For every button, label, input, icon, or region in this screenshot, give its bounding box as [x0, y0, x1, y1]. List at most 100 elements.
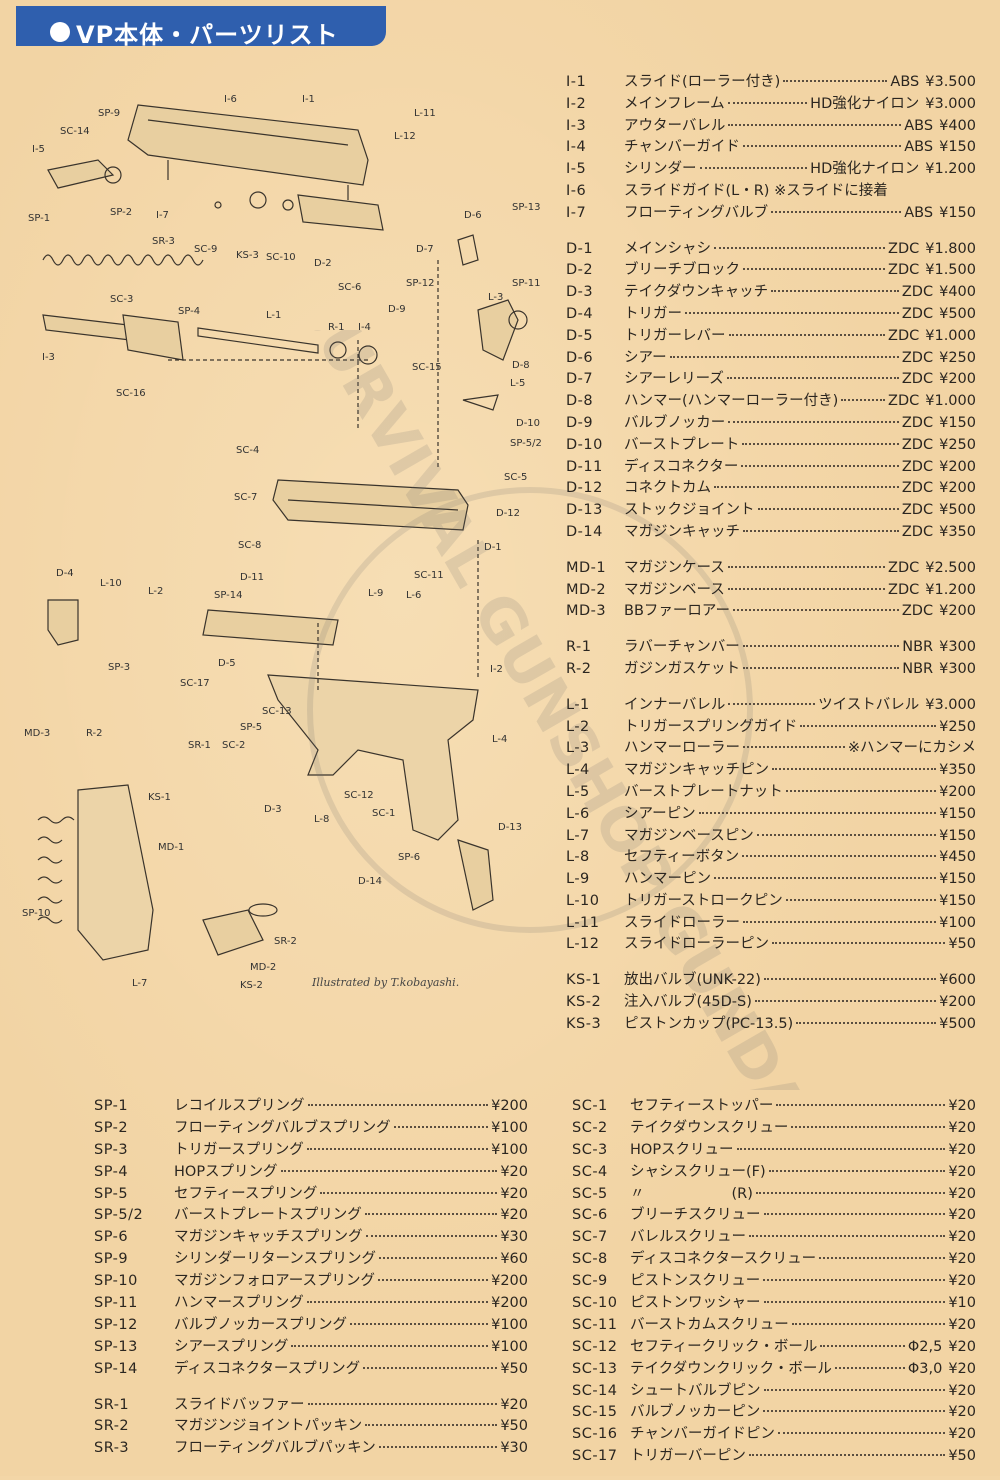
- part-code: SP-2: [94, 1119, 129, 1136]
- part-code: SC-3: [572, 1141, 608, 1158]
- part-price: ¥100: [491, 1119, 528, 1136]
- part-code: SP-12: [94, 1316, 138, 1333]
- breech-block: [297, 194, 384, 231]
- svg-text:L-9: L-9: [368, 588, 383, 599]
- part-code: SP-3: [94, 1141, 129, 1158]
- part-price: ¥250: [939, 436, 976, 453]
- part-material: ZDC: [901, 523, 934, 540]
- part-code: D-10: [566, 436, 603, 453]
- svg-text:SC-6: SC-6: [338, 282, 361, 293]
- part-price: ¥20: [948, 1382, 976, 1399]
- leader-dots: [726, 377, 899, 380]
- part-code: SC-11: [572, 1316, 618, 1333]
- svg-text:D-11: D-11: [240, 572, 264, 583]
- part-price: ¥20: [948, 1316, 976, 1333]
- svg-text:D-9: D-9: [388, 304, 406, 315]
- part-name: メインフレーム: [624, 95, 725, 112]
- part-price: ¥20: [948, 1273, 976, 1290]
- leader-dots: [791, 1322, 946, 1325]
- part-material: ツイストバレル: [818, 696, 920, 713]
- part-code: L-8: [566, 849, 590, 866]
- svg-text:SC-11: SC-11: [414, 570, 444, 581]
- part-material: ZDC: [888, 327, 920, 344]
- part-code: SC-15: [572, 1404, 618, 1421]
- part-name: マガジンキャッチ: [624, 523, 740, 540]
- part-name: レコイルスプリング: [174, 1098, 305, 1114]
- leader-dots: [743, 268, 886, 271]
- leader-dots: [363, 1366, 498, 1369]
- magazine-case: [77, 784, 154, 961]
- part-material: NBR: [902, 639, 934, 656]
- part-price: ¥1.200: [925, 161, 976, 178]
- recoil-spring: [42, 254, 204, 266]
- part-name: マガジンケース: [624, 559, 725, 576]
- svg-text:SC-7: SC-7: [234, 492, 257, 503]
- part-price: ¥20: [948, 1119, 976, 1136]
- part-name: バーストプレート: [624, 436, 740, 453]
- svg-text:SP-10: SP-10: [22, 908, 51, 919]
- part-material: ZDC: [901, 480, 934, 497]
- part-code: D-3: [566, 284, 594, 301]
- part-name: テイクダウンスクリュー: [630, 1119, 789, 1136]
- cylinder-part: [47, 159, 115, 189]
- part-code: SP-4: [94, 1163, 129, 1180]
- title-bar: VP本体・パーツリスト: [16, 6, 386, 49]
- svg-text:D-7: D-7: [416, 244, 434, 255]
- part-name: テイクダウンキャッチ: [624, 284, 769, 301]
- part-code: D-1: [566, 240, 594, 257]
- part-name: ディスコネクター: [624, 458, 739, 475]
- slide-part: [127, 104, 369, 186]
- leader-dots: [291, 1344, 489, 1347]
- svg-text:MD-3: MD-3: [24, 728, 50, 739]
- leader-dots: [727, 101, 808, 104]
- inner-barrel: [197, 327, 319, 354]
- part-code: I-1: [566, 74, 587, 90]
- part-name: トリガースプリング: [174, 1141, 304, 1158]
- part-name: ブリーチスクリュー: [630, 1207, 761, 1224]
- part-price: ¥1.500: [925, 262, 976, 279]
- svg-text:I-2: I-2: [490, 664, 503, 675]
- part-code: L-10: [566, 892, 600, 909]
- part-code: SP-9: [94, 1251, 129, 1268]
- part-material: ABS: [904, 117, 934, 134]
- part-material: ZDC: [888, 559, 920, 576]
- leader-dots: [742, 855, 937, 858]
- leader-dots: [728, 333, 886, 336]
- part-name: マガジンキャッチスプリング: [174, 1229, 363, 1246]
- part-code: SC-1: [572, 1098, 608, 1114]
- leader-dots: [763, 978, 937, 981]
- part-price: ¥10: [948, 1295, 976, 1312]
- part-code: L-2: [566, 718, 590, 735]
- svg-text:I-5: I-5: [32, 144, 45, 155]
- leader-dots: [728, 702, 816, 705]
- part-price: ※ハンマーにカシメ: [847, 740, 976, 757]
- part-price: ¥50: [948, 1448, 976, 1465]
- part-name: HOPスプリング: [174, 1163, 278, 1180]
- part-code: D-13: [566, 502, 603, 519]
- leader-dots: [776, 1104, 946, 1106]
- leader-dots: [756, 833, 937, 836]
- part-price: ¥150: [939, 414, 976, 431]
- part-code: D-12: [566, 480, 603, 497]
- part-name: メインシャシ: [624, 240, 711, 257]
- part-price: ¥150: [939, 805, 976, 822]
- part-price: ¥400: [939, 284, 976, 301]
- illustration-credit: Illustrated by T.kobayashi.: [312, 976, 460, 989]
- leader-dots: [768, 1169, 946, 1172]
- svg-text:SP-14: SP-14: [214, 590, 243, 601]
